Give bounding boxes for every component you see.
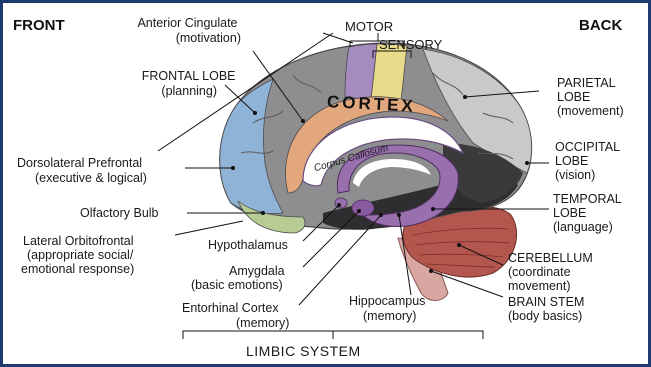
occipital-label: OCCIPITAL LOBE (vision) bbox=[555, 140, 623, 182]
cerebellum-line-2: (coordinate bbox=[508, 265, 571, 279]
parietal-line-2: LOBE bbox=[557, 90, 590, 104]
frontal-lobe-label: FRONTAL LOBE (planning) bbox=[142, 69, 239, 98]
sensory-strip bbox=[371, 44, 407, 101]
temporal-line-1: TEMPORAL bbox=[553, 192, 622, 206]
entorhinal-label: Entorhinal Cortex (memory) bbox=[182, 301, 289, 330]
lateral-orbitofrontal-label: Lateral Orbitofrontal (appropriate socia… bbox=[21, 234, 137, 276]
frontal-lobe-line-2: (planning) bbox=[161, 84, 217, 98]
front-label: FRONT bbox=[13, 17, 65, 34]
parietal-line-3: (movement) bbox=[557, 104, 624, 118]
cerebellum-line-1: CEREBELLUM bbox=[508, 251, 593, 265]
occipital-line-1: OCCIPITAL bbox=[555, 140, 620, 154]
amygdala-line-2: (basic emotions) bbox=[191, 278, 283, 292]
parietal-line-1: PARIETAL bbox=[557, 76, 616, 90]
dorsolateral-line-1: Dorsolateral Prefrontal bbox=[17, 156, 142, 170]
limbic-system-label: LIMBIC SYSTEM bbox=[246, 343, 361, 359]
motor-label: MOTOR bbox=[345, 19, 393, 34]
brain-stem-line-2: (body basics) bbox=[508, 309, 582, 323]
entorhinal-line-1: Entorhinal Cortex bbox=[182, 301, 279, 315]
brain-stem-line-1: BRAIN STEM bbox=[508, 295, 584, 309]
amygdala-line-1: Amygdala bbox=[229, 264, 285, 278]
brain-diagram: CORTEX Corpus Callosum bbox=[3, 3, 648, 364]
entorhinal-line-2: (memory) bbox=[236, 316, 289, 330]
lateral-orbitofrontal-line-1: Lateral Orbitofrontal bbox=[23, 234, 133, 248]
frontal-lobe-line-1: FRONTAL LOBE bbox=[142, 69, 236, 83]
brain-stem-label: BRAIN STEM (body basics) bbox=[508, 295, 588, 323]
occipital-line-2: LOBE bbox=[555, 154, 588, 168]
hippocampus-label: Hippocampus (memory) bbox=[349, 294, 429, 323]
lateral-orbitofrontal-line-2: (appropriate social/ bbox=[27, 248, 134, 262]
temporal-line-2: LOBE bbox=[553, 206, 586, 220]
amygdala-shape bbox=[352, 200, 374, 216]
dorsolateral-line-2: (executive & logical) bbox=[35, 171, 147, 185]
back-label: BACK bbox=[579, 17, 622, 34]
lateral-orbitofrontal-line-3: emotional response) bbox=[21, 262, 134, 276]
temporal-label: TEMPORAL LOBE (language) bbox=[553, 192, 625, 234]
cerebellum-label: CEREBELLUM (coordinate movement) bbox=[508, 251, 596, 293]
hippocampus-line-2: (memory) bbox=[363, 309, 416, 323]
anterior-cingulate-line-2: (motivation) bbox=[176, 31, 241, 45]
dorsolateral-label: Dorsolateral Prefrontal (executive & log… bbox=[17, 156, 147, 185]
hippocampus-line-1: Hippocampus bbox=[349, 294, 425, 308]
olfactory-label: Olfactory Bulb bbox=[80, 206, 159, 220]
anterior-cingulate-line-1: Anterior Cingulate bbox=[137, 16, 237, 30]
occipital-line-3: (vision) bbox=[555, 168, 595, 182]
brain-illustration: CORTEX Corpus Callosum bbox=[220, 43, 532, 301]
sensory-label: SENSORY bbox=[379, 37, 443, 52]
anterior-cingulate-label: Anterior Cingulate (motivation) bbox=[137, 16, 241, 45]
amygdala-label: Amygdala (basic emotions) bbox=[191, 264, 288, 292]
hypothalamus-label: Hypothalamus bbox=[208, 238, 288, 252]
cerebellum-line-3: movement) bbox=[508, 279, 571, 293]
temporal-line-3: (language) bbox=[553, 220, 613, 234]
parietal-label: PARIETAL LOBE (movement) bbox=[557, 76, 624, 118]
